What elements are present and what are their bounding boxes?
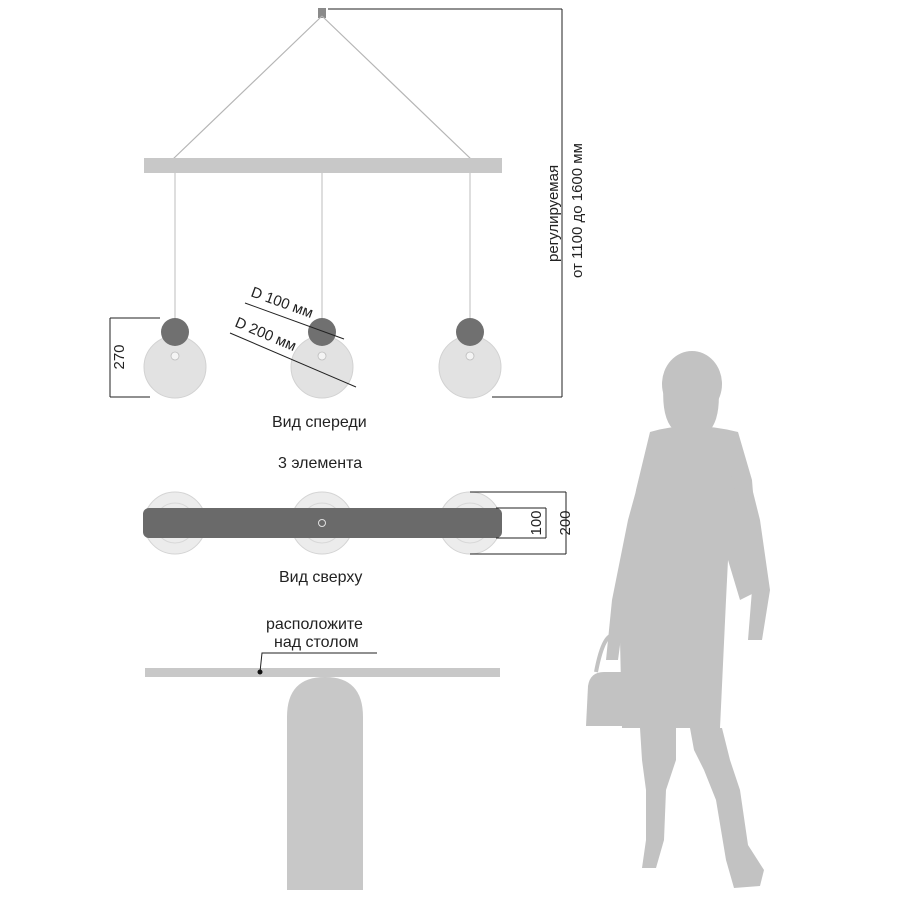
table (145, 652, 500, 890)
bulb (317, 351, 327, 361)
small-sphere-dim-line (244, 302, 345, 340)
height-dimension (109, 317, 160, 398)
table-leg (287, 677, 363, 890)
top-view-dim-outer: 200 (557, 510, 574, 535)
table-note-dot (257, 669, 263, 675)
top-view-dimensions (470, 491, 567, 555)
adjustable-label-line1: регулируемая (545, 165, 562, 262)
dark-sphere (161, 318, 189, 346)
adjustable-label-line2: от 1100 до 1600 мм (569, 143, 586, 278)
table-top (145, 668, 500, 677)
suspension-cable-right (321, 15, 473, 161)
top-view-mount (318, 519, 326, 527)
table-note-line1: расположите (266, 616, 363, 633)
height-dim-label: 270 (111, 344, 128, 369)
top-view-dim-inner: 100 (528, 510, 545, 535)
front-view: 270 D 100 мм D 200 мм регулируемая от 11… (109, 8, 586, 399)
top-view-caption: Вид сверху (279, 569, 363, 586)
top-view: 100 200 (143, 491, 574, 555)
bulb (170, 351, 180, 361)
large-sphere-dim-line (229, 332, 357, 388)
dark-sphere (308, 318, 336, 346)
table-note-leader (259, 652, 377, 673)
suspension-cable-left (171, 15, 323, 161)
bulb (465, 351, 475, 361)
large-sphere-dim-label: D 200 мм (232, 314, 298, 355)
ceiling-mount (318, 8, 326, 18)
top-view-bar (143, 508, 502, 538)
element-count: 3 элемента (278, 455, 363, 472)
woman-silhouette (586, 351, 770, 888)
front-view-caption: Вид спереди (272, 414, 367, 431)
dark-sphere (456, 318, 484, 346)
table-note-line2: над столом (274, 634, 359, 651)
lamp-bar (144, 158, 502, 173)
adjustable-height-dimension (328, 8, 563, 398)
